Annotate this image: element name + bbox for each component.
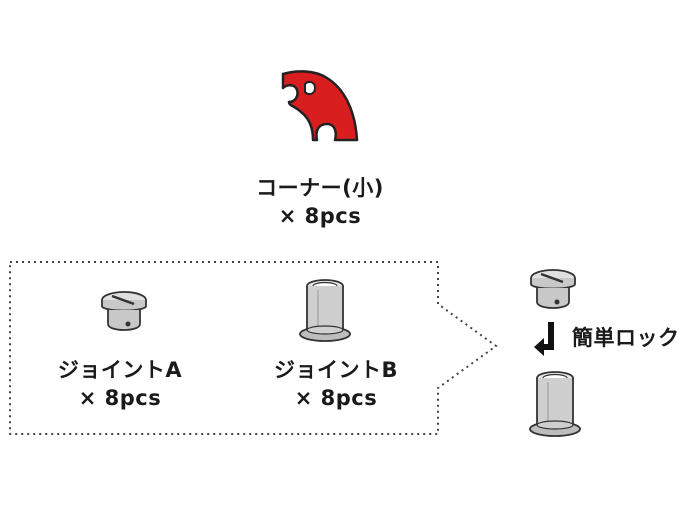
joint-b-name: ジョイントB xyxy=(273,358,398,382)
lock-top-joint-a xyxy=(530,269,576,309)
corner-name: コーナー(小) xyxy=(256,176,384,200)
joint-b-qty: × 8pcs xyxy=(294,386,378,410)
joint-a-name: ジョイントA xyxy=(57,358,183,382)
joint-a-part xyxy=(101,291,147,331)
lock-bottom-joint-b xyxy=(529,371,581,437)
joint-b-part xyxy=(299,279,351,342)
corner-small-piece xyxy=(281,70,359,142)
easy-lock-label: 簡単ロック xyxy=(572,326,680,350)
down-left-arrow-icon xyxy=(534,322,554,356)
joint-a-qty: × 8pcs xyxy=(78,386,162,410)
corner-qty: × 8pcs xyxy=(278,204,362,228)
